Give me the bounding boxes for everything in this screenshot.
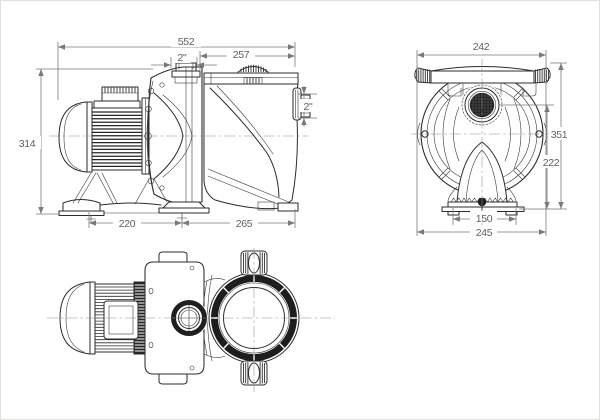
- center-pedestal: [162, 201, 206, 209]
- motor-side: [58, 86, 150, 175]
- pot-foot: [277, 202, 299, 212]
- base-front: [441, 197, 525, 216]
- casing-top-tab: [158, 251, 188, 263]
- front-dimensions: 242 351 222 150 245: [416, 40, 570, 239]
- pump-casing-side: [144, 66, 203, 205]
- side-view: 552 257 2" 314 2" 220 265: [13, 35, 317, 230]
- dim-suction-port: 2": [304, 101, 314, 113]
- dim-overall-height: 314: [19, 138, 36, 150]
- dim-foot-span: 150: [476, 213, 493, 225]
- lid-flange: [203, 72, 299, 85]
- dim-foot-span-front: 220: [119, 218, 136, 230]
- left-foot: [62, 199, 101, 212]
- dim-foot-span-rear: 265: [236, 218, 253, 230]
- dim-tank-length: 257: [233, 49, 250, 61]
- dim-front-height: 351: [551, 129, 568, 141]
- terminal-box-top: [103, 300, 139, 340]
- strainer-pot-side: [203, 64, 311, 212]
- front-view: 242 351 222 150 245: [411, 40, 570, 239]
- dim-base-width: 245: [476, 227, 493, 239]
- dim-inlet-center-height: 222: [543, 157, 560, 169]
- left-base-foot: [447, 211, 460, 216]
- motor-end-cap: [58, 101, 88, 173]
- side-dimensions: 552 257 2" 314 2" 220 265: [13, 35, 317, 230]
- motor-fins: [92, 111, 142, 168]
- dim-discharge-port: 2": [178, 52, 188, 64]
- casing-bottom-tab: [158, 373, 188, 385]
- top-view: [47, 248, 335, 392]
- dim-overall-length: 552: [178, 36, 195, 48]
- dim-flange-width: 242: [473, 41, 490, 53]
- volute-outline: [147, 66, 203, 205]
- right-base-foot: [505, 211, 518, 216]
- base-side: [58, 172, 210, 224]
- drain-plug-side: [257, 201, 275, 211]
